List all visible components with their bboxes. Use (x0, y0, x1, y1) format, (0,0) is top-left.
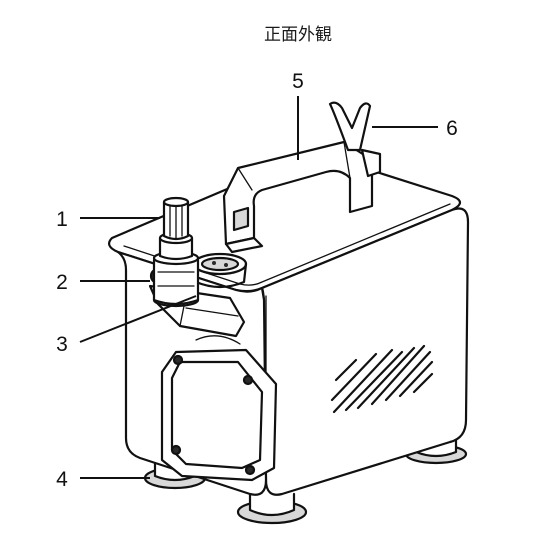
callout-1: 1 (56, 208, 68, 231)
callout-3: 3 (56, 333, 68, 356)
pump-head (160, 335, 278, 482)
callout-2: 2 (56, 271, 68, 294)
callout-6: 6 (446, 117, 458, 140)
diagram-title: 正面外観 (264, 25, 332, 45)
carry-handle (222, 140, 374, 254)
airbrush-holder (328, 101, 382, 178)
regulator-knob (152, 196, 200, 308)
side-vents (330, 344, 434, 414)
leader-lines (79, 96, 438, 479)
callout-5: 5 (292, 70, 304, 93)
pressure-gauge (149, 252, 248, 289)
callout-4: 4 (56, 468, 68, 491)
